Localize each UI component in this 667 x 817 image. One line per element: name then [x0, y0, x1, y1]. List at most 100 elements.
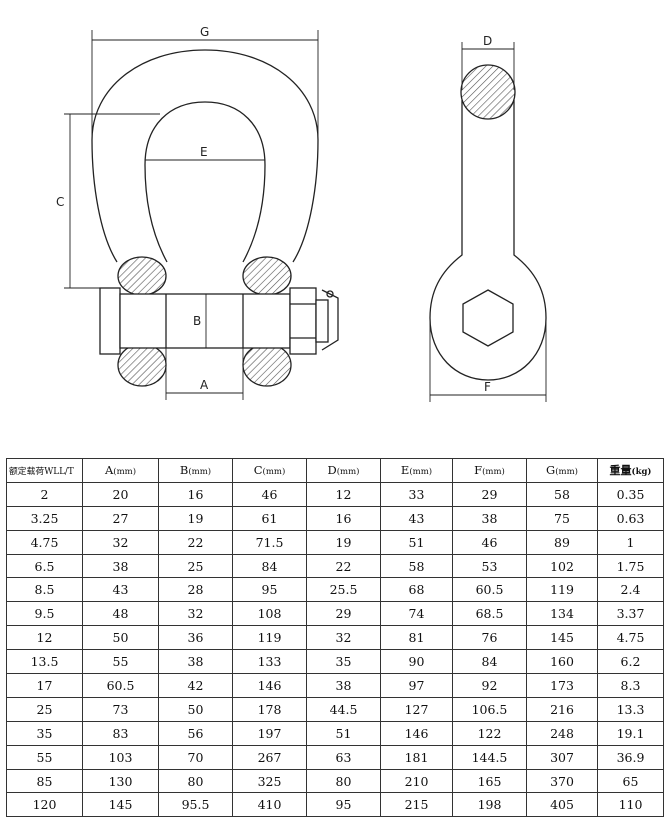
table-cell: 16: [158, 481, 233, 507]
table-cell: 22: [158, 529, 233, 555]
table-cell: 197: [232, 720, 307, 746]
table-cell: 145: [526, 625, 598, 651]
table-cell: 80: [158, 768, 233, 794]
pin-end: [315, 299, 329, 343]
column-header-label: C: [253, 463, 263, 478]
side-bow-section: [460, 64, 516, 120]
table-cell: 70: [158, 744, 233, 770]
table-cell: 60.5: [452, 577, 527, 603]
column-header-unit: (mm): [482, 467, 505, 478]
table-cell: 50: [82, 625, 159, 651]
table-cell: 36.9: [597, 744, 664, 770]
table-cell: 32: [82, 529, 159, 555]
table-cell: 56: [158, 720, 233, 746]
table-cell: 25.5: [306, 577, 381, 603]
pin-head: [99, 287, 121, 355]
column-header-label: 额定载荷WLL/T: [9, 466, 74, 477]
column-header-unit: (mm): [188, 467, 212, 478]
column-header: G(mm): [526, 458, 598, 483]
table-cell: 60.5: [82, 673, 159, 698]
table-cell: 51: [380, 529, 453, 555]
front-dimension-lines: [64, 30, 319, 400]
shackle-front-view: [91, 49, 319, 263]
table-cell: 1: [597, 529, 664, 555]
dim-label-a: A: [200, 378, 209, 392]
table-cell: 307: [526, 744, 598, 770]
table-cell: 120: [6, 792, 83, 817]
table-cell: 216: [526, 696, 598, 722]
column-header-label: A: [104, 463, 114, 478]
table-cell: 146: [380, 720, 453, 746]
table-cell: 84: [232, 553, 307, 579]
table-cell: 29: [452, 481, 527, 507]
table-cell: 48: [82, 601, 159, 627]
table-cell: 133: [232, 649, 307, 675]
table-cell: 122: [452, 720, 527, 746]
table-cell: 410: [232, 792, 307, 817]
table-cell: 95.5: [158, 792, 233, 817]
table-cell: 36: [158, 625, 233, 651]
table-cell: 75: [526, 505, 598, 531]
table-cell: 106.5: [452, 696, 527, 722]
table-cell: 178: [232, 696, 307, 722]
dim-label-e: E: [200, 145, 208, 159]
table-cell: 215: [380, 792, 453, 817]
table-cell: 71.5: [232, 529, 307, 555]
table-cell: 110: [597, 792, 664, 817]
table-cell: 165: [452, 768, 527, 794]
column-header-unit: (mm): [113, 467, 137, 478]
table-cell: 29: [306, 601, 381, 627]
table-cell: 2.4: [597, 577, 664, 603]
table-cell: 58: [526, 481, 598, 507]
table-cell: 17: [6, 673, 83, 698]
table-cell: 103: [82, 744, 159, 770]
table-cell: 8.3: [597, 673, 664, 698]
table-cell: 81: [380, 625, 453, 651]
table-cell: 267: [232, 744, 307, 770]
table-cell: 19: [158, 505, 233, 531]
table-cell: 119: [526, 577, 598, 603]
table-cell: 3.37: [597, 601, 664, 627]
table-cell: 43: [82, 577, 159, 603]
column-header: D(mm): [306, 458, 381, 483]
table-cell: 44.5: [306, 696, 381, 722]
dim-label-f: F: [484, 380, 491, 394]
table-cell: 144.5: [452, 744, 527, 770]
table-cell: 146: [232, 673, 307, 698]
dim-label-d: D: [483, 34, 492, 48]
table-cell: 210: [380, 768, 453, 794]
nut-hexagon: [462, 289, 514, 347]
table-cell: 13.5: [6, 649, 83, 675]
table-cell: 0.35: [597, 481, 664, 507]
column-header-label: E: [400, 463, 410, 478]
table-cell: 13.3: [597, 696, 664, 722]
table-cell: 3.25: [6, 505, 83, 531]
table-cell: 119: [232, 625, 307, 651]
column-header-label: 重量: [609, 464, 632, 478]
table-cell: 102: [526, 553, 598, 579]
left-lower-eye-section: [117, 343, 167, 387]
table-cell: 55: [82, 649, 159, 675]
left-upper-eye-section: [117, 256, 167, 296]
dim-label-g: G: [200, 25, 209, 39]
dim-label-b: B: [193, 314, 201, 328]
table-cell: 8.5: [6, 577, 83, 603]
table-cell: 16: [306, 505, 381, 531]
table-cell: 50: [158, 696, 233, 722]
column-header: 额定载荷WLL/T: [6, 458, 83, 483]
table-cell: 92: [452, 673, 527, 698]
table-cell: 97: [380, 673, 453, 698]
column-header: B(mm): [158, 458, 233, 483]
table-cell: 1.75: [597, 553, 664, 579]
column-header-unit: (mm): [336, 467, 360, 478]
table-cell: 370: [526, 768, 598, 794]
table-cell: 68.5: [452, 601, 527, 627]
table-cell: 43: [380, 505, 453, 531]
